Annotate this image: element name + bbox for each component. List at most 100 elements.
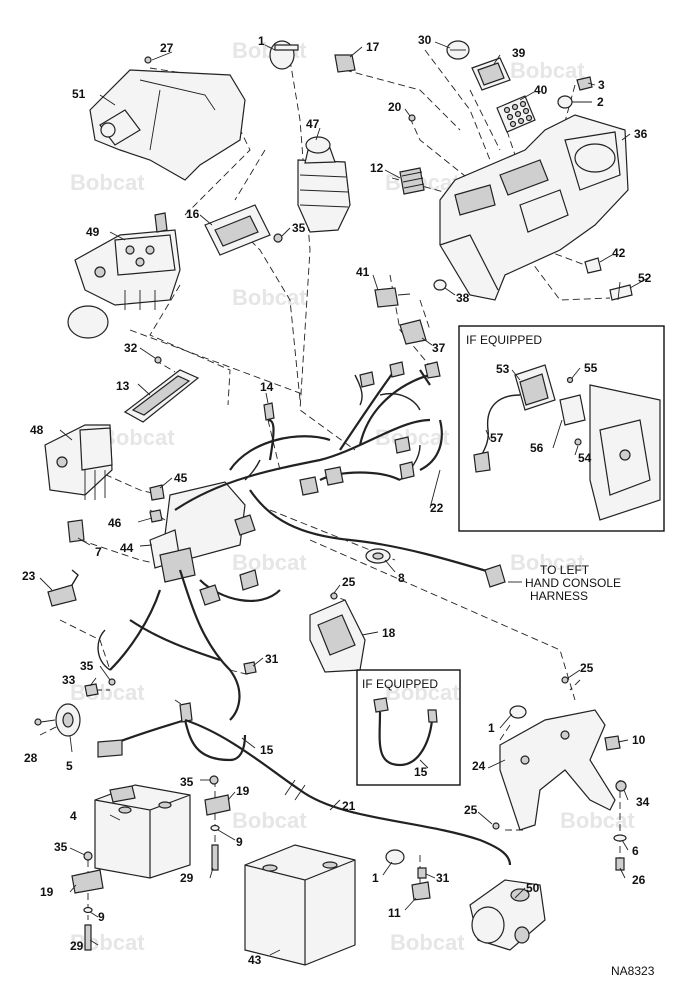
clamp-1-lower — [385, 849, 405, 865]
harness-57 — [479, 394, 521, 461]
callout-38: 38 — [456, 291, 470, 305]
keypad-keys — [503, 100, 533, 128]
callout-11: 11 — [388, 906, 401, 920]
callout-45: 45 — [174, 471, 188, 485]
callout-9-b: 9 — [98, 910, 105, 924]
callout-48: 48 — [30, 423, 44, 437]
callout-9: 9 — [236, 835, 243, 849]
callout-12: 12 — [370, 161, 384, 175]
callout-labels: 1 2 3 4 5 6 7 8 9 10 11 12 13 14 15 16 1… — [22, 33, 652, 967]
callout-26: 26 — [632, 873, 646, 887]
callout-8: 8 — [398, 571, 405, 585]
relay-45 — [149, 484, 165, 501]
washer-6 — [613, 834, 627, 842]
callout-23: 23 — [22, 569, 36, 583]
console-36 — [439, 114, 629, 301]
callout-27: 27 — [160, 41, 174, 55]
sensor-14 — [263, 402, 275, 421]
controller-18 — [309, 599, 366, 673]
cap-30 — [446, 40, 470, 60]
callout-36: 36 — [634, 127, 648, 141]
callout-20: 20 — [388, 100, 402, 114]
callout-52: 52 — [638, 271, 652, 285]
screw-25 — [330, 592, 338, 600]
callout-54: 54 — [578, 451, 592, 465]
watermark: Bobcat — [232, 550, 307, 575]
callout-34: 34 — [636, 795, 650, 809]
harness-note-line-2: HAND CONSOLE — [525, 576, 621, 590]
leader-lines — [39, 41, 649, 956]
callout-19-b: 19 — [40, 885, 54, 899]
harness-note-line-1: TO LEFT — [540, 563, 590, 577]
callout-7: 7 — [95, 545, 102, 559]
callout-1: 1 — [258, 34, 265, 48]
screw-32 — [154, 356, 162, 364]
callout-29-b: 29 — [70, 939, 84, 953]
if-equipped-label: IF EQUIPPED — [466, 333, 542, 347]
callout-56: 56 — [530, 441, 544, 455]
callout-15-b: 15 — [414, 765, 428, 779]
callout-18: 18 — [382, 626, 396, 640]
bolt-29 — [211, 844, 219, 871]
watermark: Bobcat — [70, 680, 145, 705]
bolt-31-lower — [417, 867, 427, 879]
knob-3 — [576, 76, 593, 91]
callout-25-b: 25 — [580, 661, 594, 675]
callout-32: 32 — [124, 341, 138, 355]
callout-49: 49 — [86, 225, 100, 239]
battery-43 — [244, 844, 356, 966]
cover-13 — [123, 369, 200, 423]
connector-23 — [47, 569, 79, 607]
callout-35: 35 — [80, 659, 94, 673]
valve-48 — [44, 424, 113, 500]
washer-9 — [210, 824, 220, 832]
callout-31-b: 31 — [436, 871, 450, 885]
callout-51: 51 — [72, 87, 86, 101]
watermark: Bobcat — [375, 425, 450, 450]
callout-5: 5 — [66, 759, 73, 773]
module-16 — [204, 204, 271, 256]
washer-9-b — [83, 906, 93, 914]
callout-25: 25 — [342, 575, 356, 589]
bolt-29-b — [84, 924, 92, 951]
nut-35 — [273, 233, 283, 243]
connector-17 — [334, 54, 356, 73]
starter-50 — [469, 879, 546, 951]
callout-28: 28 — [24, 751, 38, 765]
screw-54 — [574, 438, 582, 446]
callout-25-c: 25 — [464, 803, 478, 817]
callout-37: 37 — [432, 341, 446, 355]
nut-35-b — [209, 775, 219, 785]
cable-21 — [184, 718, 512, 866]
callout-33: 33 — [62, 673, 76, 687]
plate-56 — [559, 394, 586, 426]
callout-19: 19 — [236, 784, 250, 798]
callout-14: 14 — [260, 380, 274, 394]
bolt-31 — [243, 661, 257, 675]
screw-25-c — [492, 822, 500, 830]
if-equipped-label: IF EQUIPPED — [362, 677, 438, 691]
callout-1-lower: 1 — [372, 871, 379, 885]
callout-29: 29 — [180, 871, 194, 885]
valve-49 — [67, 212, 181, 339]
watermark: Bobcat — [510, 550, 585, 575]
harness-note-line-3: HARNESS — [530, 589, 588, 603]
bracket-24 — [499, 709, 616, 831]
callout-46: 46 — [108, 516, 122, 530]
joystick-47 — [297, 136, 351, 233]
clamp-1-right — [509, 705, 527, 719]
callout-47: 47 — [306, 117, 320, 131]
watermark-layer: Bobcat Bobcat Bobcat Bobcat Bobcat Bobca… — [70, 38, 635, 955]
callout-40: 40 — [534, 83, 548, 97]
callout-1-right: 1 — [488, 721, 495, 735]
watermark: Bobcat — [232, 285, 307, 310]
holddown-19-b — [71, 869, 104, 894]
callout-21: 21 — [342, 799, 356, 813]
watermark: Bobcat — [390, 930, 465, 955]
callout-41: 41 — [356, 265, 370, 279]
grommet-8 — [365, 548, 391, 564]
callout-16: 16 — [186, 207, 200, 221]
drawing-code: NA8323 — [611, 964, 655, 978]
battery-4 — [94, 784, 191, 879]
